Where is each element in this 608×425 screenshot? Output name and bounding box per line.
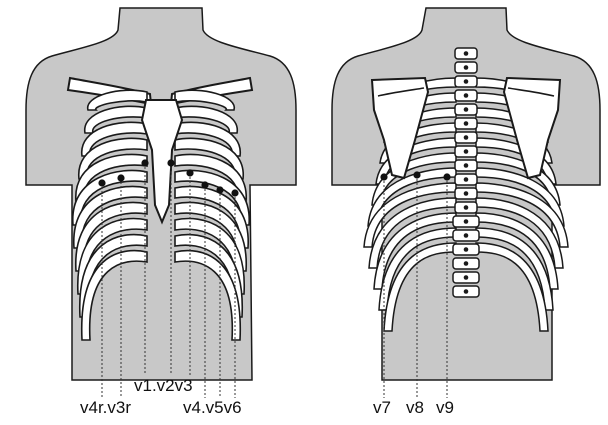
electrode-v3 xyxy=(186,169,193,176)
electrode-v9 xyxy=(443,173,450,180)
back-spinous-process xyxy=(464,79,469,84)
back-spinous-process xyxy=(464,233,469,238)
back-spinous-process xyxy=(464,65,469,70)
label-v8: v8 xyxy=(406,399,424,416)
label-v7: v7 xyxy=(373,399,391,416)
back-spinous-process xyxy=(464,135,469,140)
electrode-v3r xyxy=(117,174,124,181)
back-spinous-process xyxy=(464,289,469,294)
electrode-v2 xyxy=(167,159,174,166)
back-spinous-process xyxy=(464,93,469,98)
back-spinous-process xyxy=(464,275,469,280)
label-v4-v5-v6: v4.v5v6 xyxy=(183,399,242,416)
electrode-v7 xyxy=(380,173,387,180)
front-torso xyxy=(26,8,296,398)
back-spinous-process xyxy=(464,261,469,266)
label-v4r-v3r: v4r.v3r xyxy=(80,399,131,416)
back-spinous-process xyxy=(464,191,469,196)
back-torso xyxy=(332,8,600,398)
label-v1-v2-v3: v1.v2v3 xyxy=(134,377,193,394)
back-spinous-process xyxy=(464,177,469,182)
electrode-v8 xyxy=(413,171,420,178)
back-spinous-process xyxy=(464,149,469,154)
label-v9: v9 xyxy=(436,399,454,416)
back-spinous-process xyxy=(464,107,469,112)
back-spinous-process xyxy=(464,205,469,210)
back-spinous-process xyxy=(464,219,469,224)
back-spinous-process xyxy=(464,163,469,168)
back-spinous-process xyxy=(464,51,469,56)
electrode-v4 xyxy=(201,181,208,188)
back-spinous-process xyxy=(464,247,469,252)
electrode-v5 xyxy=(216,186,223,193)
electrode-v1 xyxy=(141,159,148,166)
electrode-v4r xyxy=(98,179,105,186)
electrode-v6 xyxy=(231,189,238,196)
back-spinous-process xyxy=(464,121,469,126)
